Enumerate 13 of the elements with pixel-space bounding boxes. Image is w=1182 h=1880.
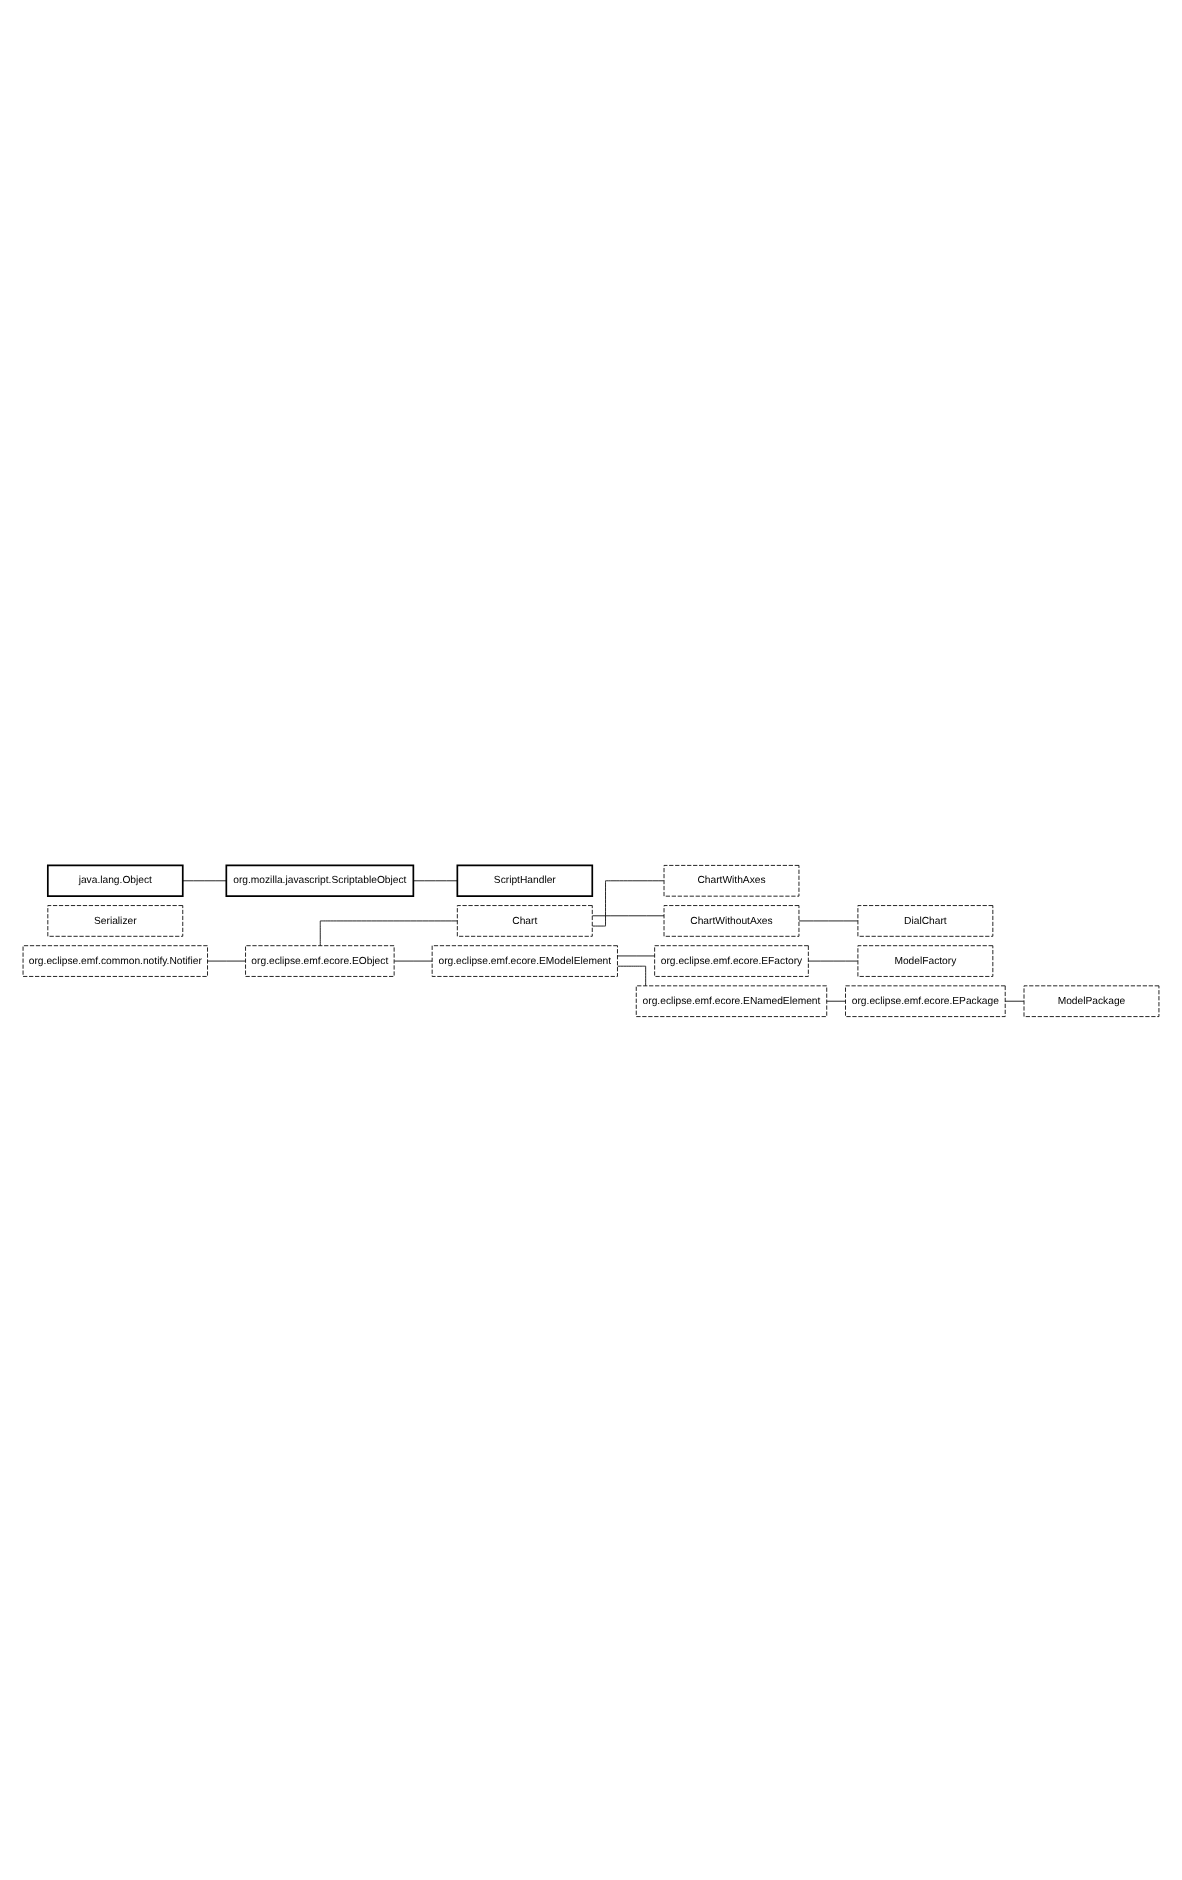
connector xyxy=(617,954,655,956)
connector xyxy=(1004,999,1025,1001)
connector xyxy=(394,959,433,961)
connector xyxy=(319,919,458,946)
connector xyxy=(182,879,227,881)
connector xyxy=(413,879,458,881)
connector xyxy=(592,879,665,926)
connector xyxy=(798,919,859,921)
connector xyxy=(807,959,859,961)
connector xyxy=(617,964,647,986)
connector xyxy=(826,999,846,1001)
connector xyxy=(592,914,665,916)
connector xyxy=(207,959,246,961)
